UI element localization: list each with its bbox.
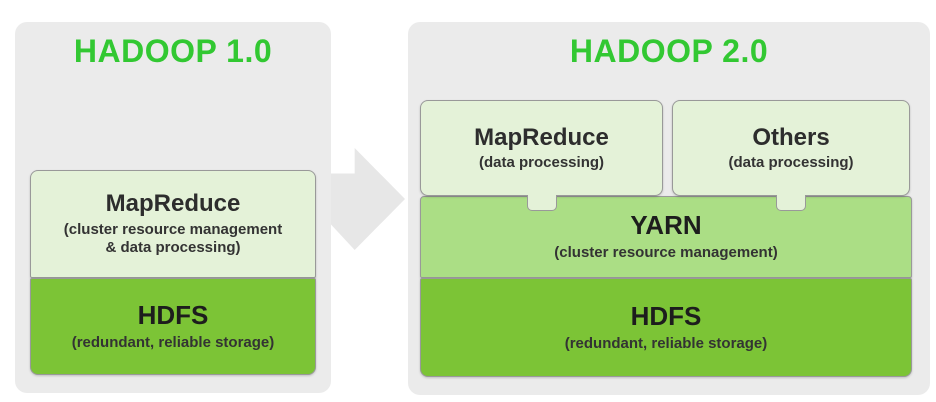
hadoop1-hdfs-subtitle: (redundant, reliable storage) bbox=[71, 333, 275, 351]
hadoop1-hdfs-box: HDFS (redundant, reliable storage) bbox=[30, 278, 316, 375]
hadoop1-mapreduce-box: MapReduce (cluster resource management &… bbox=[30, 170, 316, 278]
hadoop2-hdfs-title: HDFS bbox=[630, 300, 702, 331]
hadoop2-yarn-title: YARN bbox=[630, 210, 702, 241]
hadoop2-yarn-subtitle: (cluster resource management) bbox=[554, 244, 778, 262]
hadoop1-panel: HADOOP 1.0 MapReduce (cluster resource m… bbox=[15, 22, 331, 393]
hadoop2-hdfs-box: HDFS (redundant, reliable storage) bbox=[420, 278, 912, 377]
hadoop2-others-title: Others bbox=[752, 123, 830, 151]
hadoop2-others-subtitle: (data processing) bbox=[728, 154, 854, 172]
hadoop2-panel: HADOOP 2.0 MapReduce (data processing) O… bbox=[408, 22, 930, 395]
hadoop2-others-callout-tab bbox=[776, 195, 806, 211]
hadoop2-mapreduce-box: MapReduce (data processing) bbox=[420, 100, 663, 211]
hadoop2-mapreduce-title: MapReduce bbox=[474, 123, 609, 151]
hadoop2-others-box: Others (data processing) bbox=[672, 100, 910, 211]
hadoop1-hdfs-title: HDFS bbox=[137, 299, 209, 330]
hadoop1-title: HADOOP 1.0 bbox=[73, 33, 273, 69]
hadoop2-hdfs-subtitle: (redundant, reliable storage) bbox=[564, 334, 768, 352]
hadoop2-title: HADOOP 2.0 bbox=[569, 33, 769, 69]
hadoop1-mapreduce-subtitle-line1: (cluster resource management bbox=[63, 221, 283, 238]
hadoop2-mapreduce-callout-tab bbox=[526, 195, 557, 211]
hadoop1-mapreduce-title: MapReduce bbox=[105, 190, 241, 218]
hadoop2-mapreduce-subtitle: (data processing) bbox=[478, 154, 605, 172]
transition-arrow-icon bbox=[331, 148, 405, 250]
hadoop1-mapreduce-subtitle-line2: & data processing) bbox=[105, 239, 241, 257]
hadoop2-yarn-box: YARN (cluster resource management) bbox=[420, 196, 912, 278]
